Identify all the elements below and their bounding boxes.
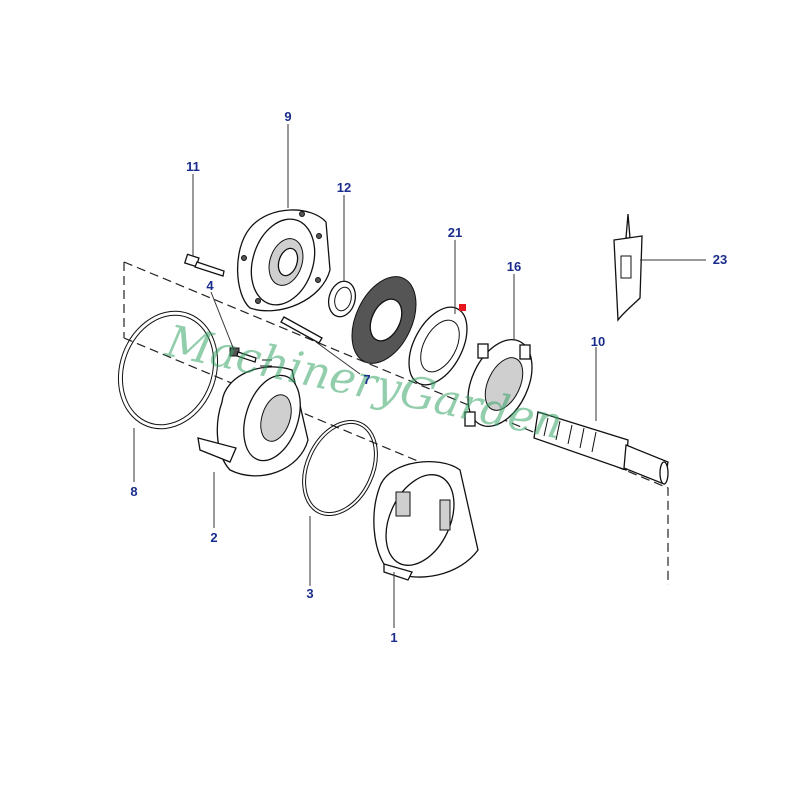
callout-9: 9 bbox=[284, 109, 291, 124]
part-4-screw[interactable] bbox=[229, 347, 257, 363]
callout-16: 16 bbox=[507, 259, 521, 274]
part-12-seal-ring[interactable] bbox=[325, 278, 359, 320]
friction-disc[interactable] bbox=[339, 266, 429, 373]
part-10-shaft[interactable] bbox=[533, 411, 669, 485]
callout-10: 10 bbox=[591, 334, 605, 349]
part-1-clutch-drum[interactable] bbox=[373, 460, 479, 581]
callout-8: 8 bbox=[130, 484, 137, 499]
leader-lines bbox=[133, 124, 706, 628]
part-2-housing[interactable] bbox=[197, 359, 310, 477]
part-11-bolt[interactable] bbox=[183, 253, 225, 277]
callout-labels: 1 2 3 4 7 8 9 10 11 12 16 21 23 bbox=[130, 109, 727, 645]
callout-23: 23 bbox=[713, 252, 727, 267]
callout-7: 7 bbox=[363, 372, 370, 387]
part-3-o-ring[interactable] bbox=[288, 408, 392, 527]
callout-3: 3 bbox=[306, 586, 313, 601]
part-16-hub[interactable] bbox=[455, 329, 545, 436]
callout-12: 12 bbox=[337, 180, 351, 195]
part-23-sealant-tube[interactable] bbox=[613, 213, 643, 322]
callout-11: 11 bbox=[186, 159, 200, 174]
callout-21: 21 bbox=[448, 225, 462, 240]
callout-4: 4 bbox=[206, 278, 214, 293]
part-9-cover-plate[interactable] bbox=[236, 209, 331, 313]
callout-1: 1 bbox=[390, 630, 397, 645]
new-part-marker bbox=[459, 304, 466, 311]
part-7-dowel-pin[interactable] bbox=[280, 316, 323, 344]
part-8-o-ring[interactable] bbox=[102, 297, 233, 443]
callout-2: 2 bbox=[210, 530, 217, 545]
part-21-steel-plate[interactable] bbox=[397, 298, 479, 395]
